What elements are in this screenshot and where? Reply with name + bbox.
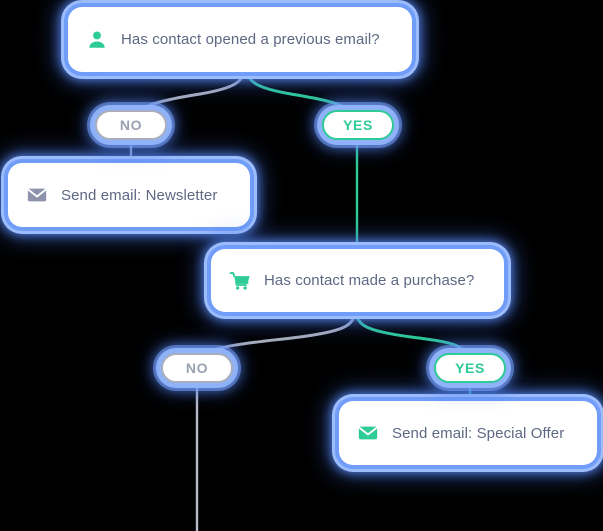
node-decision-made-purchase[interactable]: Has contact made a purchase?: [211, 249, 504, 312]
person-icon: [89, 30, 105, 48]
node-label: Has contact opened a previous email?: [121, 31, 380, 48]
branch-label-yes-2[interactable]: YES: [434, 353, 506, 383]
node-decision-opened-email[interactable]: Has contact opened a previous email?: [68, 7, 412, 72]
node-label: Has contact made a purchase?: [264, 272, 475, 289]
node-action-send-special-offer[interactable]: Send email: Special Offer: [339, 401, 597, 465]
node-label: Send email: Special Offer: [392, 424, 565, 442]
branch-label-yes-1[interactable]: YES: [322, 110, 394, 140]
envelope-icon: [27, 188, 47, 202]
branch-label-no-1[interactable]: NO: [95, 110, 167, 140]
branch-label-no-2[interactable]: NO: [161, 353, 233, 383]
envelope-icon: [358, 426, 378, 440]
cart-icon: [229, 271, 250, 290]
node-action-send-newsletter[interactable]: Send email: Newsletter: [8, 163, 250, 227]
node-label: Send email: Newsletter: [61, 186, 218, 204]
